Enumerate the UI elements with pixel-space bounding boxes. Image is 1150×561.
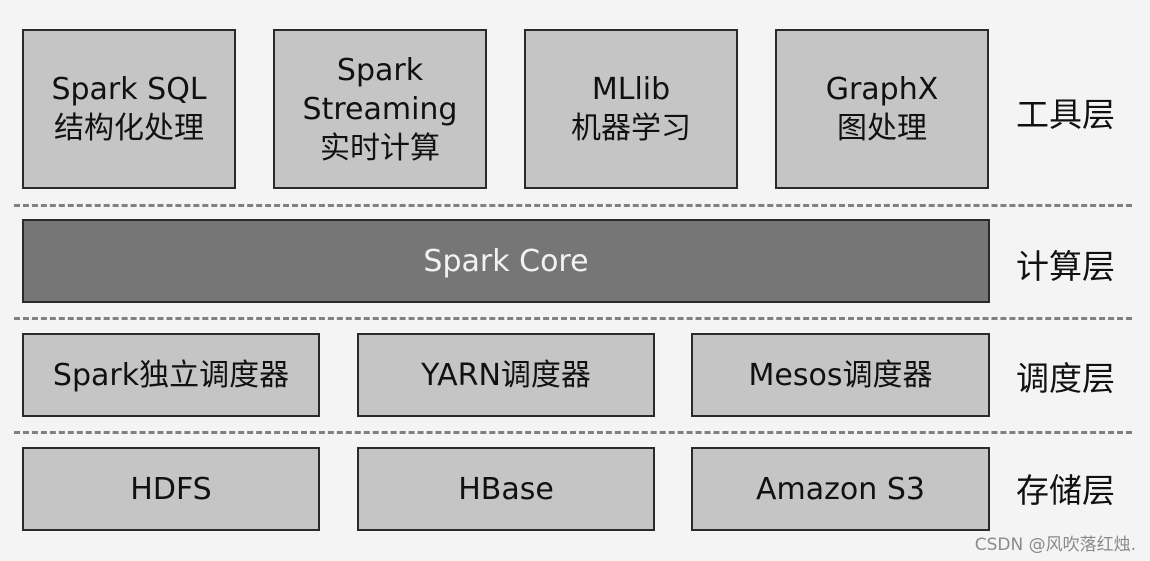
- spark-core-label: Spark Core: [423, 243, 589, 279]
- hdfs-box: HDFS: [22, 447, 320, 531]
- hbase-box: HBase: [357, 447, 655, 531]
- spark-sql-subtitle: 结构化处理: [54, 111, 204, 146]
- mllib-title: MLlib: [591, 72, 671, 107]
- amazon-s3-box: Amazon S3: [691, 447, 990, 531]
- yarn-scheduler-label: YARN调度器: [421, 357, 591, 393]
- standalone-scheduler-label: Spark独立调度器: [52, 357, 290, 393]
- separator-scheduler-storage: [14, 431, 1132, 434]
- hdfs-label: HDFS: [130, 471, 212, 507]
- spark-streaming-title-1: Spark: [336, 52, 424, 88]
- graphx-title: GraphX: [825, 72, 939, 107]
- mllib-box: MLlib 机器学习: [524, 29, 738, 189]
- graphx-box: GraphX 图处理: [775, 29, 989, 189]
- standalone-scheduler-box: Spark独立调度器: [22, 333, 320, 417]
- amazon-s3-label: Amazon S3: [756, 471, 925, 507]
- watermark: CSDN @风吹落红烛.: [974, 535, 1136, 555]
- mllib-subtitle: 机器学习: [571, 111, 691, 146]
- spark-streaming-title-2: Streaming: [302, 91, 458, 127]
- tool-layer-label: 工具层: [1016, 95, 1115, 134]
- separator-tool-compute: [14, 204, 1132, 207]
- spark-core-box: Spark Core: [22, 219, 990, 303]
- scheduler-layer-label: 调度层: [1016, 359, 1115, 398]
- mesos-scheduler-box: Mesos调度器: [691, 333, 990, 417]
- spark-sql-title: Spark SQL: [51, 72, 207, 107]
- hbase-label: HBase: [458, 471, 554, 507]
- compute-layer-label: 计算层: [1016, 247, 1115, 286]
- separator-compute-scheduler: [14, 317, 1132, 320]
- graphx-subtitle: 图处理: [836, 111, 927, 146]
- spark-streaming-subtitle: 实时计算: [320, 130, 440, 166]
- storage-layer-label: 存储层: [1016, 471, 1115, 510]
- mesos-scheduler-label: Mesos调度器: [748, 357, 933, 393]
- spark-streaming-box: Spark Streaming 实时计算: [273, 29, 487, 189]
- yarn-scheduler-box: YARN调度器: [357, 333, 655, 417]
- spark-sql-box: Spark SQL 结构化处理: [22, 29, 236, 189]
